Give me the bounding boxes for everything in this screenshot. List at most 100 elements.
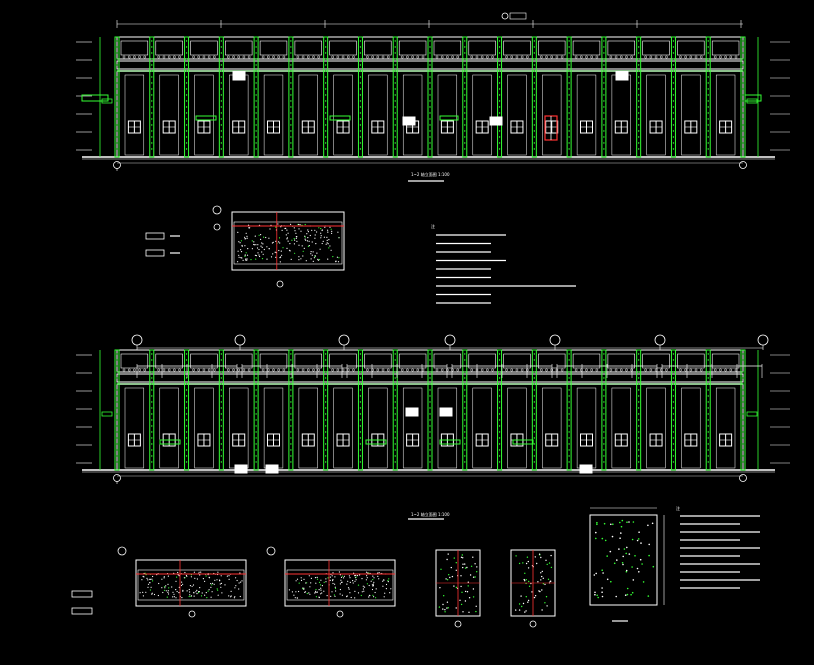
column-hatch [742,455,743,456]
column-hatch [499,443,500,444]
plate [580,465,592,473]
aggregate [338,237,339,238]
column-hatch [395,377,396,378]
column [254,350,258,470]
aggregate [142,592,143,593]
column-hatch [325,148,326,149]
aggregate [526,579,527,580]
column-hatch [603,130,604,131]
column-hatch [360,461,361,462]
column-hatch [673,58,674,59]
roof-ornament [232,369,234,371]
aggregate [306,233,307,234]
column-hatch [325,64,326,65]
column-hatch [464,455,465,456]
aggregate [363,588,364,589]
column-hatch [395,52,396,53]
column-hatch [708,413,709,414]
wall-panel [542,388,561,468]
column-hatch [325,124,326,125]
aggregate [451,567,452,568]
column-hatch [360,46,361,47]
column-hatch [708,130,709,131]
aggregate [304,248,305,249]
column-hatch [325,100,326,101]
column-hatch [221,88,222,89]
aggregate [622,562,624,564]
column-hatch [325,449,326,450]
aggregate [189,589,190,590]
aggregate [191,595,192,596]
column-hatch [673,94,674,95]
axis-bubble-top [132,335,142,345]
roof-ornament [342,56,344,58]
aggregate [294,227,295,228]
column-hatch [534,383,535,384]
aggregate [164,587,165,588]
aggregate [298,256,299,257]
aggregate [373,596,374,597]
column-hatch [638,395,639,396]
aggregate [211,584,212,585]
column-hatch [673,148,674,149]
aggregate [445,578,446,579]
column-hatch [708,353,709,354]
column-hatch [742,76,743,77]
aggregate [239,582,240,583]
column-hatch [429,136,430,137]
column-hatch [325,371,326,372]
aggregate [354,597,355,598]
aggregate [181,585,182,586]
roof-ornament [714,369,716,371]
column-hatch [429,419,430,420]
aggregate [186,576,187,577]
column-hatch [360,455,361,456]
aggregate [239,572,240,573]
aggregate [619,522,621,524]
aggregate [241,245,242,246]
column-hatch [534,136,535,137]
column-hatch [638,46,639,47]
aggregate [630,594,632,596]
aggregate [315,234,316,235]
aggregate [300,224,301,225]
column-hatch [221,130,222,131]
roof-ornament [476,56,478,58]
aggregate [342,595,343,596]
column-hatch [464,437,465,438]
column-hatch [255,425,256,426]
aggregate [638,571,640,573]
roof-ornament [620,56,622,58]
aggregate [196,593,197,594]
column-hatch [638,58,639,59]
aggregate [614,563,616,565]
column-hatch [290,70,291,71]
aggregate [190,585,191,586]
aggregate [206,592,207,593]
column-hatch [499,82,500,83]
roof-ornament [481,56,483,58]
column-hatch [673,395,674,396]
roof-ornament [352,369,354,371]
roof-ornament [307,56,309,58]
aggregate [234,587,235,588]
aggregate [303,579,304,580]
aggregate [152,576,153,577]
column-hatch [568,46,569,47]
column-hatch [742,82,743,83]
axis-bubble-top [758,335,768,345]
aggregate [288,241,289,242]
aggregate [627,588,629,590]
aggregate [632,592,634,594]
column-hatch [186,94,187,95]
aggregate [235,577,236,578]
roof-ornament [655,56,657,58]
column-hatch [534,76,535,77]
aggregate [462,557,463,558]
aggregate [520,595,521,596]
aggregate [256,255,257,256]
aggregate [177,572,178,573]
wall-panel [125,75,144,155]
column-hatch [151,100,152,101]
roof-ornament [366,369,368,371]
